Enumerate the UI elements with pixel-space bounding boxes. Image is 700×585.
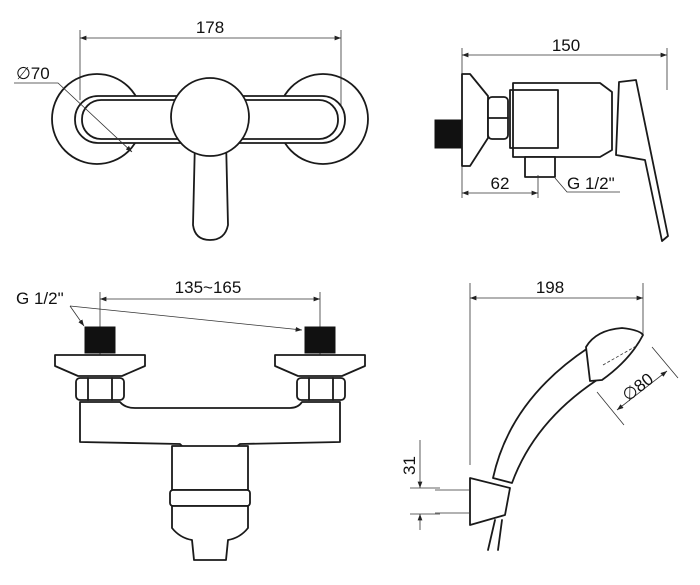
outlet-thread-label: G 1/2" [567, 174, 615, 193]
shower-handle [492, 347, 601, 484]
handle-hub [170, 77, 250, 157]
valve-body [512, 82, 613, 158]
threaded-inlet [434, 119, 463, 149]
side-lever [615, 79, 669, 242]
head-dimension-line [616, 370, 668, 411]
rosette-leader [14, 82, 133, 153]
inlet-thread-label: G 1/2" [16, 289, 64, 308]
bottom-view: 135~165 G 1/2" [16, 278, 366, 561]
side-rosette [461, 73, 489, 167]
side-view: 150 62 G 1/2" [434, 36, 669, 242]
left-flange [54, 354, 146, 377]
hand-shower-view: 198 31 ∅80 [400, 278, 679, 551]
rosette-dimension-label: ∅70 [16, 64, 50, 83]
bracket-dimension-label: 31 [400, 456, 419, 475]
head-dimension-label: ∅80 [619, 369, 657, 405]
wall-bracket [469, 477, 511, 526]
outlet-thread-leader [554, 177, 620, 193]
cartridge-housing [171, 445, 249, 491]
right-hex-nut [296, 377, 346, 401]
shower-head [585, 327, 644, 382]
right-inlet-thread [304, 326, 336, 354]
right-flange [274, 354, 366, 377]
outlet-nut [524, 156, 556, 178]
depth-dimension-label: 150 [552, 36, 580, 55]
length-dimension-label: 198 [536, 278, 564, 297]
bottom-body [79, 401, 341, 451]
left-hex-nut [75, 377, 125, 401]
front-view: 178 ∅70 [14, 18, 369, 241]
left-inlet-thread [84, 326, 116, 354]
width-dimension-label: 178 [196, 18, 224, 37]
outlet-spout [171, 505, 249, 561]
outlet-offset-label: 62 [491, 174, 510, 193]
centres-dimension-label: 135~165 [175, 278, 242, 297]
lever-handle [192, 139, 229, 241]
